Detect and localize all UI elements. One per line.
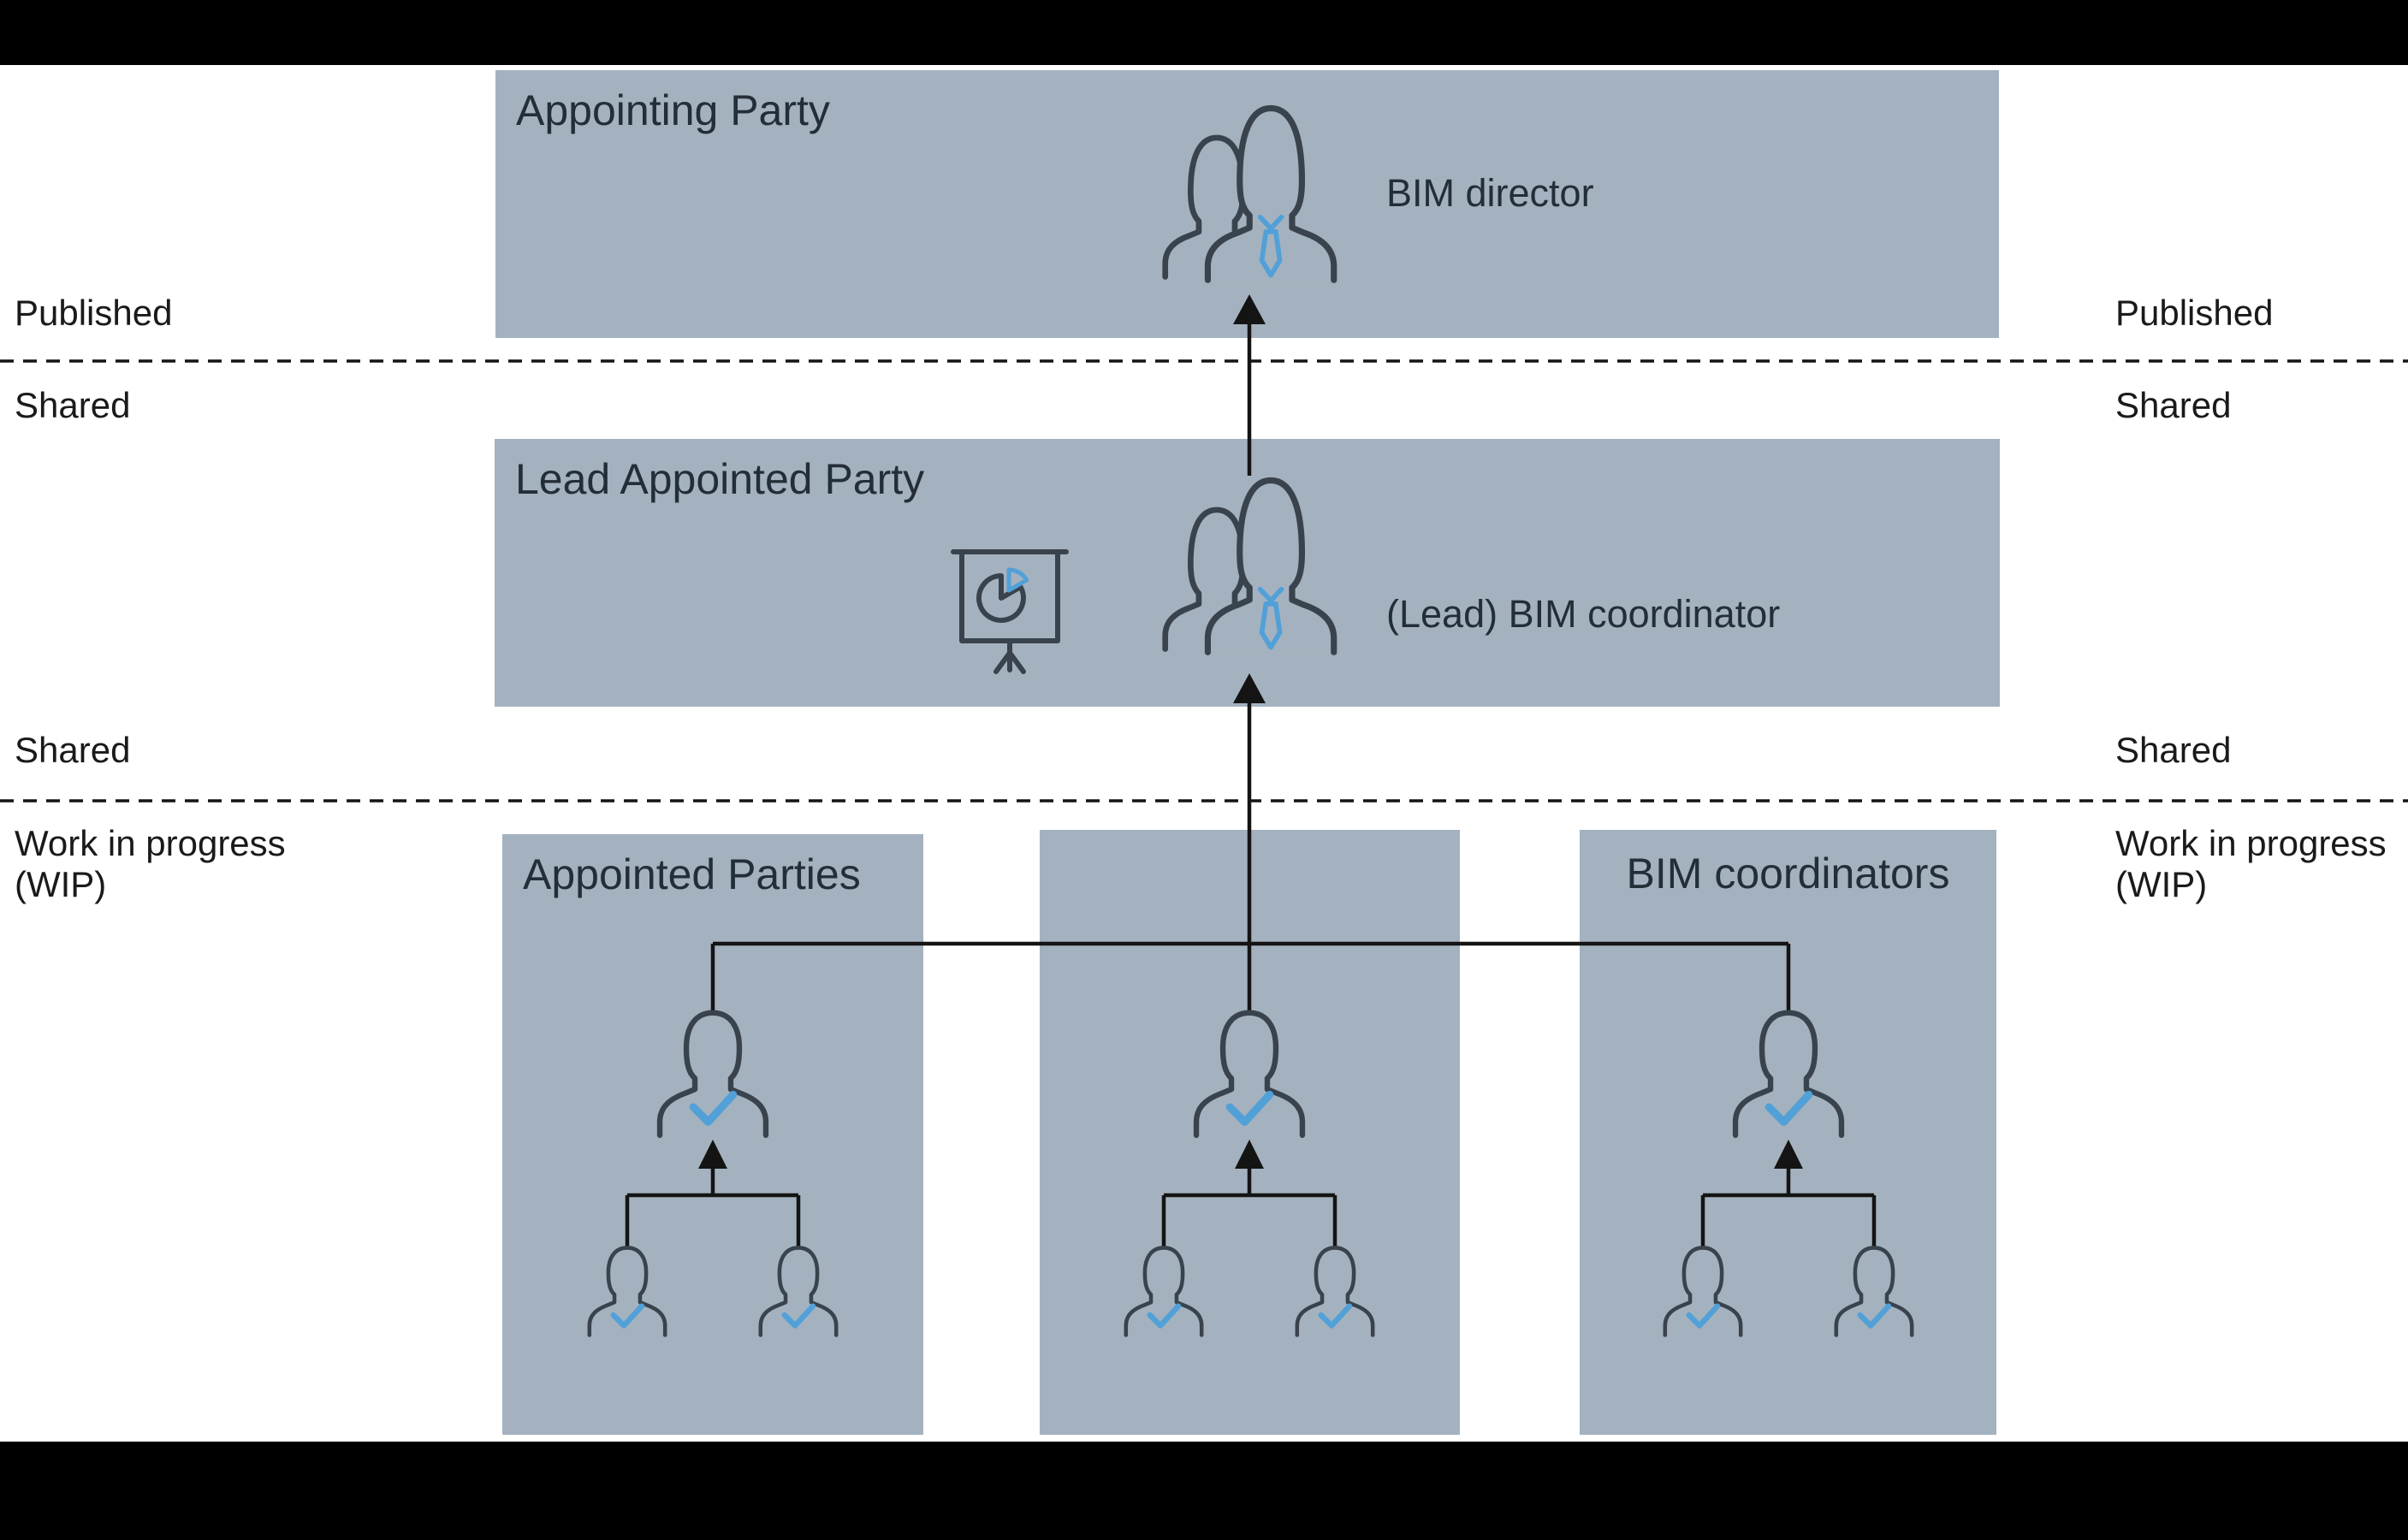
panel-appointed-parties-label: Appointed Parties xyxy=(523,850,861,898)
stage-label-wip-left-line1: Work in progress xyxy=(15,823,286,863)
panel-lead-appointed-party-label: Lead Appointed Party xyxy=(515,455,925,503)
stage-label-wip-right: Work in progress (WIP) xyxy=(2115,823,2387,906)
stage-label-published-left: Published xyxy=(15,293,173,333)
bim-director-caption: BIM director xyxy=(1386,171,1594,215)
panel-appointed-parties: Appointed Parties xyxy=(502,834,923,1435)
stage-label-wip-right-line1: Work in progress xyxy=(2115,823,2387,863)
stage-label-shared-lower-right: Shared xyxy=(2115,730,2232,770)
stage-label-shared-upper-left: Shared xyxy=(15,385,131,425)
panel-bim-coordinators: BIM coordinators xyxy=(1580,830,1996,1435)
panel-bim-coordinators-label: BIM coordinators xyxy=(1626,850,1950,897)
stage-label-wip-left-line2: (WIP) xyxy=(15,864,107,905)
stage-label-wip-left: Work in progress (WIP) xyxy=(15,823,286,906)
stage-label-published-right: Published xyxy=(2115,293,2274,333)
panel-appointed-party-middle xyxy=(1040,830,1460,1435)
stage-label-shared-lower-left: Shared xyxy=(15,730,131,770)
panel-lead-appointed-party: Lead Appointed Party xyxy=(495,439,2000,707)
lead-bim-coordinator-caption: (Lead) BIM coordinator xyxy=(1386,592,1781,636)
panel-appointing-party: Appointing Party xyxy=(495,70,1999,338)
stage-label-shared-upper-right: Shared xyxy=(2115,385,2232,425)
stage-label-wip-right-line2: (WIP) xyxy=(2115,864,2208,905)
panel-appointing-party-label: Appointing Party xyxy=(516,86,830,134)
